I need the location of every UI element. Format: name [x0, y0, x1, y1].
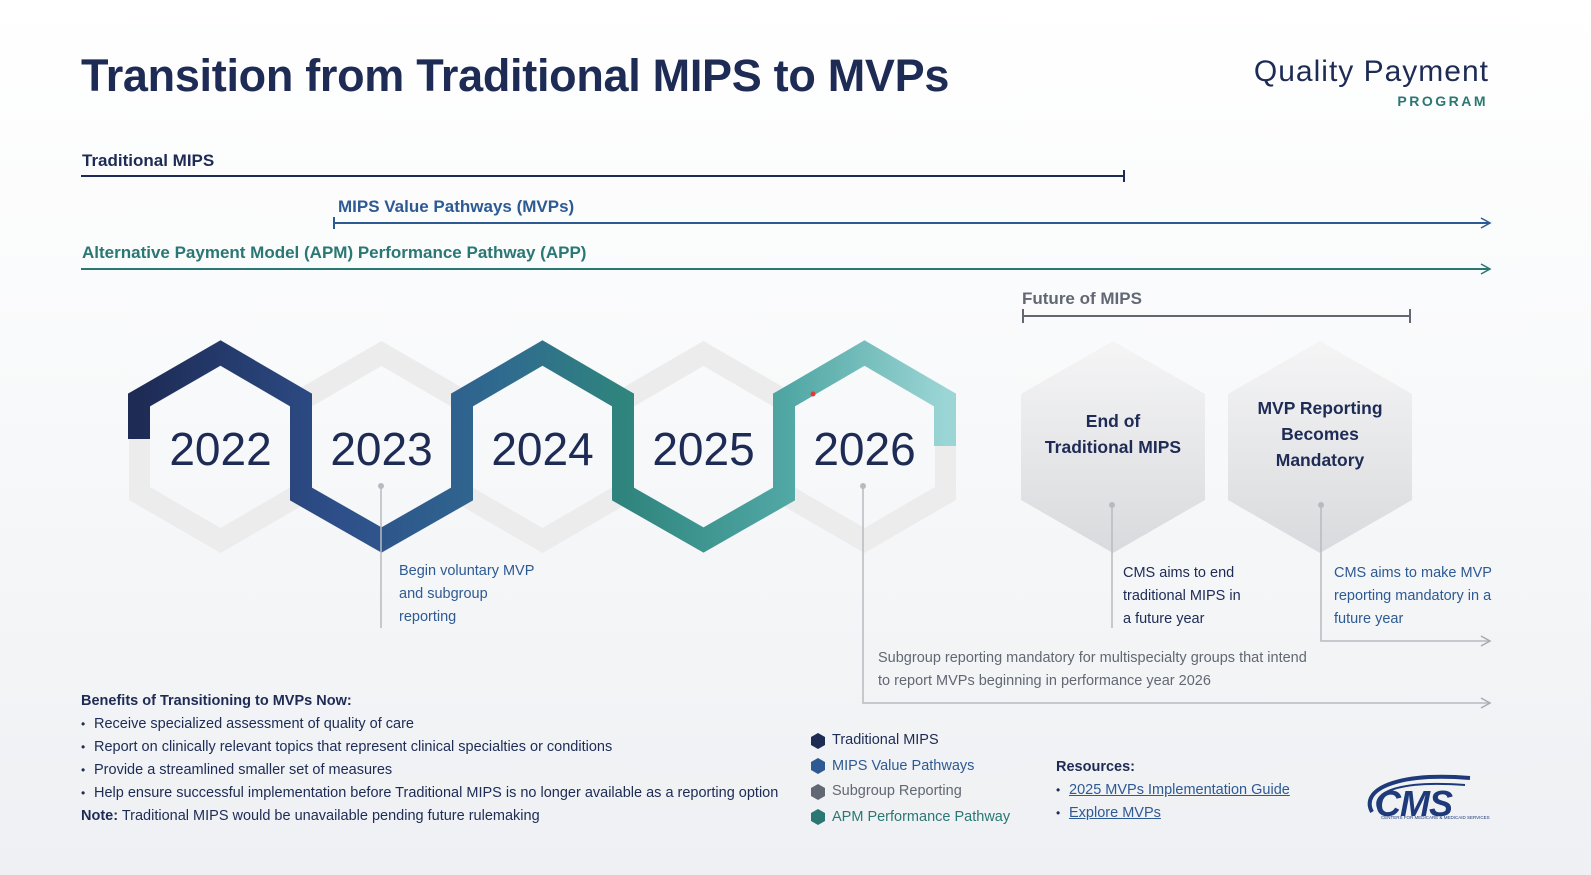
link-explore-mvps[interactable]: Explore MVPs — [1056, 802, 1290, 825]
callout-end-traditional-mips: CMS aims to end traditional MIPS in a fu… — [1123, 565, 1241, 627]
future-of-mips-label: Future of MIPS — [1022, 289, 1142, 308]
mvps-track-line — [333, 217, 1492, 229]
benefits-heading: Benefits of Transitioning to MVPs Now: — [81, 693, 352, 709]
benefit-item: Receive specialized assessment of qualit… — [81, 713, 778, 736]
hexagon-icon — [811, 732, 825, 749]
legend-item-traditional-mips: Traditional MIPS — [811, 728, 1010, 754]
marker-dot — [810, 391, 816, 397]
note-text: Traditional MIPS would be unavailable pe… — [121, 808, 540, 824]
callout-connectors — [378, 483, 1492, 709]
qpp-logo-subtext: PROGRAM — [1397, 93, 1488, 109]
mvps-track-label: MIPS Value Pathways (MVPs) — [338, 197, 575, 216]
benefit-item: Provide a streamlined smaller set of mea… — [81, 759, 778, 782]
legend-label: Subgroup Reporting — [832, 783, 962, 799]
legend-label: Traditional MIPS — [832, 732, 939, 748]
note-label: Note: — [81, 808, 119, 824]
future-of-mips-bracket — [1022, 309, 1411, 323]
year-2025: 2025 — [652, 423, 754, 475]
callout-mvp-mandatory: CMS aims to make MVP reporting mandatory… — [1334, 565, 1492, 627]
resources-heading: Resources: — [1056, 759, 1135, 775]
traditional-mips-track-label: Traditional MIPS — [82, 151, 215, 170]
end-traditional-mips-title: End of Traditional MIPS — [1044, 411, 1182, 457]
year-2026: 2026 — [813, 423, 915, 475]
hexagon-icon — [811, 783, 825, 800]
benefit-item: Help ensure successful implementation be… — [81, 782, 778, 805]
callout-2026: Subgroup reporting mandatory for multisp… — [878, 650, 1307, 689]
legend-label: APM Performance Pathway — [832, 808, 1011, 825]
cms-logo: CMS — [1375, 783, 1453, 824]
year-2024: 2024 — [491, 423, 593, 475]
cms-logo-swoosh — [1367, 774, 1471, 813]
hexagon-icon — [811, 809, 825, 826]
legend-label: MIPS Value Pathways — [832, 757, 975, 774]
mvp-mandatory-title: MVP Reporting Becomes Mandatory — [1257, 398, 1383, 470]
cms-logo-subtext: CENTERS FOR MEDICARE & MEDICAID SERVICES — [1381, 815, 1490, 820]
hexagon-icon — [811, 758, 825, 775]
end-traditional-mips-hexagon — [1021, 341, 1205, 553]
resources-section: Resources: 2025 MVPs Implementation Guid… — [1056, 756, 1290, 825]
year-labels: 2022 2023 2024 2025 2026 — [169, 423, 915, 475]
legend-item-subgroup-reporting: Subgroup Reporting — [811, 779, 1010, 805]
legend-item-mvps: MIPS Value Pathways — [811, 754, 1010, 780]
app-track-label: Alternative Payment Model (APM) Performa… — [82, 243, 587, 262]
mvp-mandatory-hexagon — [1228, 341, 1412, 553]
hexagon-progress-outline — [128, 340, 956, 553]
legend: Traditional MIPS MIPS Value Pathways Sub… — [811, 728, 1010, 830]
qpp-logo-text: Quality Payment — [1253, 55, 1489, 88]
benefit-item: Report on clinically relevant topics tha… — [81, 736, 778, 759]
benefits-note: Note: Traditional MIPS would be unavaila… — [81, 805, 778, 828]
legend-item-app: APM Performance Pathway — [811, 805, 1010, 831]
link-mvps-implementation-guide[interactable]: 2025 MVPs Implementation Guide — [1056, 779, 1290, 802]
benefits-list: Receive specialized assessment of qualit… — [81, 713, 778, 805]
year-2023: 2023 — [330, 423, 432, 475]
traditional-mips-track-line — [81, 170, 1125, 182]
page-title: Transition from Traditional MIPS to MVPs — [81, 50, 950, 101]
year-2022: 2022 — [169, 423, 271, 475]
benefits-section: Benefits of Transitioning to MVPs Now: R… — [81, 690, 778, 828]
callout-2023: Begin voluntary MVP and subgroup reporti… — [399, 563, 535, 625]
